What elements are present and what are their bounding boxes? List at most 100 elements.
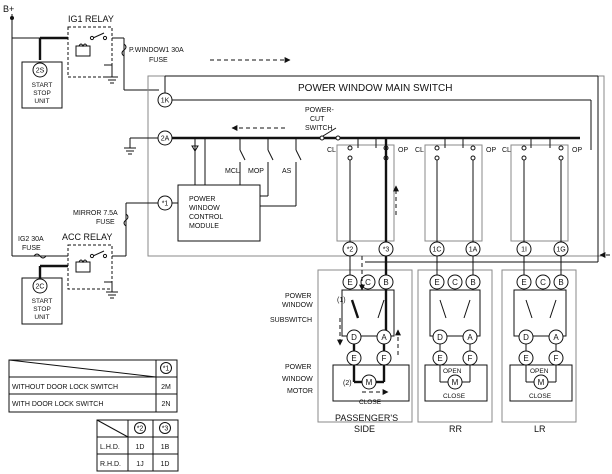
svg-text:E: E bbox=[521, 278, 526, 287]
svg-text:E: E bbox=[434, 278, 439, 287]
ig2-fuse-label: IG2 30A bbox=[18, 236, 44, 243]
svg-text:B: B bbox=[470, 278, 475, 287]
ground-symbol-acc bbox=[106, 291, 118, 299]
mcl-label: MCL bbox=[225, 168, 240, 175]
passenger-side-label: PASSENGER'S bbox=[335, 413, 398, 423]
svg-text:C: C bbox=[540, 278, 546, 287]
svg-text:MOTOR: MOTOR bbox=[287, 388, 313, 395]
connector-2s bbox=[32, 62, 48, 78]
ig2-fuse-symbol bbox=[33, 253, 47, 259]
svg-text:START: START bbox=[32, 298, 53, 305]
pwindow-fuse-symbol bbox=[121, 43, 127, 57]
svg-text:B: B bbox=[558, 278, 563, 287]
svg-text:CL: CL bbox=[415, 147, 424, 154]
svg-text:START: START bbox=[32, 82, 53, 89]
ground-symbol-main bbox=[124, 147, 136, 155]
passenger-subswitch-box bbox=[341, 289, 395, 337]
svg-text:E: E bbox=[351, 354, 356, 363]
connector-2c bbox=[32, 278, 48, 294]
svg-text:1J: 1J bbox=[136, 461, 143, 468]
lr-label: LR bbox=[534, 424, 546, 434]
svg-text:FUSE: FUSE bbox=[22, 245, 41, 252]
motor-label-1: POWER bbox=[285, 364, 311, 371]
svg-text:CONTROL: CONTROL bbox=[189, 214, 223, 221]
svg-text:1A: 1A bbox=[469, 247, 478, 254]
svg-text:WINDOW: WINDOW bbox=[282, 376, 313, 383]
svg-text:MODULE: MODULE bbox=[189, 223, 219, 230]
main-switch-passenger-block: CL OP bbox=[327, 138, 408, 242]
svg-text:1I: 1I bbox=[521, 247, 527, 254]
svg-text:CL: CL bbox=[502, 147, 511, 154]
svg-text:*2: *2 bbox=[137, 426, 144, 433]
svg-text:*3: *3 bbox=[383, 247, 390, 254]
rr-connector-e bbox=[429, 274, 445, 290]
lr-connector-e bbox=[516, 274, 532, 290]
svg-text:M: M bbox=[538, 378, 545, 387]
lr-motor-icon bbox=[533, 374, 549, 390]
svg-text:B: B bbox=[383, 278, 388, 287]
passenger-motor-icon bbox=[361, 374, 377, 390]
power-window-control-module bbox=[177, 184, 261, 242]
rr-motor-icon bbox=[447, 374, 463, 390]
start-stop-unit-a bbox=[21, 61, 63, 109]
ig1-relay-coil-symbol bbox=[78, 43, 88, 48]
svg-text:F: F bbox=[554, 354, 559, 363]
svg-text:(2): (2) bbox=[343, 380, 352, 387]
as-label: AS bbox=[282, 168, 292, 175]
svg-text:D: D bbox=[351, 333, 357, 342]
acc-relay-label: ACC RELAY bbox=[62, 232, 112, 242]
svg-text:OP: OP bbox=[398, 147, 408, 154]
door-lock-row-1-value: 2M bbox=[161, 384, 171, 391]
mop-switch bbox=[267, 149, 274, 161]
main-switch-label: POWER WINDOW MAIN SWITCH bbox=[298, 83, 452, 94]
pwindow-fuse-label: P.WINDOW1 30A bbox=[129, 47, 184, 54]
ig1-relay-coil bbox=[75, 45, 91, 57]
svg-text:2A: 2A bbox=[161, 136, 170, 143]
start-stop-unit-b bbox=[21, 277, 63, 325]
svg-text:*1: *1 bbox=[163, 366, 170, 373]
svg-text:CL: CL bbox=[327, 147, 336, 154]
lr-connector-b bbox=[553, 274, 569, 290]
ground-symbol-ig1 bbox=[106, 76, 118, 84]
svg-text:*2: *2 bbox=[347, 247, 354, 254]
passenger-close-label: CLOSE bbox=[359, 399, 382, 406]
rr-motor-box bbox=[424, 364, 488, 402]
rr-connector-c bbox=[447, 274, 463, 290]
door-lock-row-2-value: 2N bbox=[162, 401, 171, 408]
lr-subswitch-box bbox=[513, 289, 567, 337]
svg-text:1B: 1B bbox=[161, 444, 170, 451]
acc-relay-contact bbox=[92, 250, 105, 257]
svg-text:POWER: POWER bbox=[189, 196, 215, 203]
power-cut-label-1: POWER- bbox=[305, 107, 334, 114]
ig1-relay-label: IG1 RELAY bbox=[68, 14, 114, 24]
power-cut-switch-contact bbox=[322, 127, 337, 137]
svg-text:1K: 1K bbox=[161, 98, 170, 105]
lr-outline bbox=[501, 269, 577, 423]
svg-text:2C: 2C bbox=[36, 284, 45, 291]
svg-text:OPEN: OPEN bbox=[530, 368, 549, 375]
rr-connector-b bbox=[465, 274, 481, 290]
svg-text:(1): (1) bbox=[337, 297, 346, 304]
ig1-relay-contact bbox=[92, 32, 105, 39]
svg-text:CLOSE: CLOSE bbox=[443, 393, 466, 400]
svg-text:M: M bbox=[366, 378, 373, 387]
svg-text:D: D bbox=[437, 333, 443, 342]
door-lock-row-2-label: WITH DOOR LOCK SWITCH bbox=[12, 401, 103, 408]
passenger-side-outline bbox=[317, 269, 413, 423]
svg-text:1D: 1D bbox=[161, 461, 170, 468]
svg-text:OP: OP bbox=[486, 147, 496, 154]
svg-text:STOP: STOP bbox=[33, 306, 51, 313]
pass-connector-e bbox=[342, 274, 358, 290]
svg-text:E: E bbox=[347, 278, 352, 287]
passenger-subswitch-contact-left bbox=[350, 299, 360, 319]
svg-text:1D: 1D bbox=[136, 444, 145, 451]
svg-text:F: F bbox=[382, 354, 387, 363]
svg-text:E: E bbox=[523, 354, 528, 363]
svg-text:1G: 1G bbox=[556, 247, 565, 254]
acc-relay-coil bbox=[75, 261, 91, 273]
mop-label: MOP bbox=[248, 168, 264, 175]
svg-text:SWITCH: SWITCH bbox=[305, 125, 333, 132]
svg-text:E: E bbox=[437, 354, 442, 363]
svg-text:WINDOW: WINDOW bbox=[282, 302, 313, 309]
ig1-relay-box bbox=[67, 26, 113, 78]
